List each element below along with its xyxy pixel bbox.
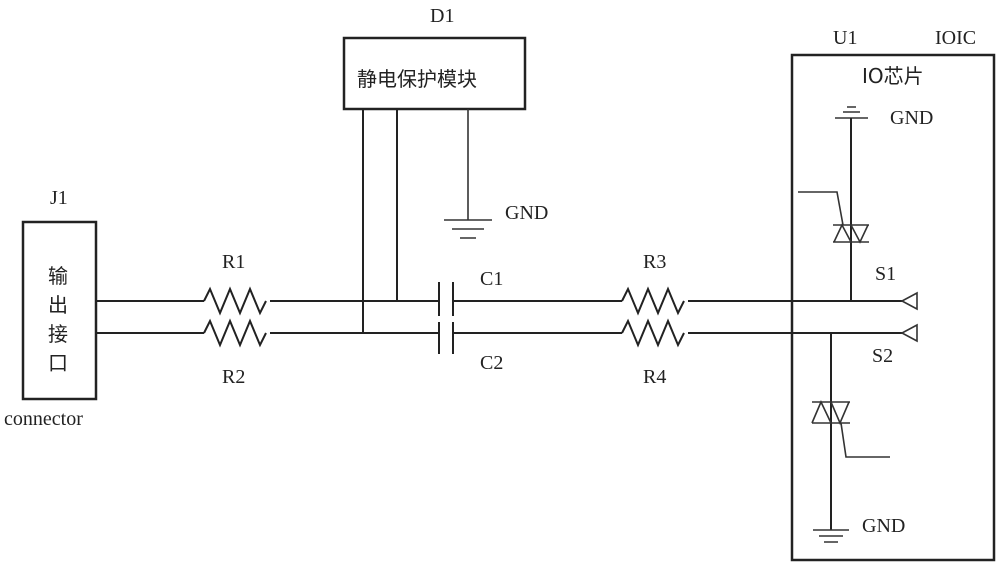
esd-module-d1: D1 静电保护模块 GND — [342, 5, 548, 333]
io-chip-part: IOIC — [935, 27, 976, 49]
resistor-r2-zigzag — [203, 318, 267, 348]
capacitor-c2-label: C2 — [480, 352, 503, 374]
resistor-r3-zigzag — [621, 286, 685, 316]
capacitor-c2-plates — [438, 322, 454, 354]
io-gnd-top-label: GND — [890, 107, 933, 129]
ground-icon — [835, 106, 868, 119]
ground-icon — [444, 219, 492, 239]
connector-j1: J1 输 出 接 口 connector — [4, 187, 98, 430]
resistor-r1: R1 — [203, 251, 267, 316]
gnd-symbol-d1 — [444, 219, 492, 239]
connector-text-1: 输 — [48, 264, 68, 288]
resistor-r4-zigzag — [621, 318, 685, 348]
tvs-triangles — [833, 223, 869, 244]
resistor-r1-zigzag — [203, 286, 267, 316]
pin-s2-label: S2 — [872, 345, 893, 367]
pin-s1-label: S1 — [875, 263, 896, 285]
io-chip-title: IO芯片 — [862, 64, 924, 88]
resistor-r3-label: R3 — [643, 251, 666, 273]
capacitor-c1: C1 — [438, 268, 503, 316]
resistor-r4: R4 — [621, 318, 685, 388]
io-chip-ref: U1 — [833, 27, 857, 49]
connector-text-4: 口 — [48, 351, 68, 375]
resistor-r2-label: R2 — [222, 366, 245, 388]
resistor-r3: R3 — [621, 251, 685, 316]
esd-gnd-label: GND — [505, 202, 548, 224]
capacitor-c1-plates — [438, 282, 454, 316]
connector-text-3: 接 — [48, 322, 68, 346]
pin-s1-arrow-icon — [900, 291, 918, 311]
io-chip-u1: U1 IOIC IO芯片 GND S1 S2 GND — [790, 27, 996, 562]
connector-box — [21, 220, 98, 401]
io-chip-box — [790, 53, 996, 562]
tvs-diode-s1-icon — [798, 191, 869, 244]
connector-text-2: 出 — [48, 293, 68, 317]
capacitor-c1-label: C1 — [480, 268, 503, 290]
tvs-diode-s2-icon — [811, 400, 890, 458]
connector-ref: J1 — [50, 187, 68, 209]
tvs-lead — [798, 191, 844, 226]
connector-caption: connector — [4, 408, 83, 430]
ground-icon — [813, 529, 849, 543]
resistor-r4-label: R4 — [643, 366, 666, 388]
tvs-lead — [840, 422, 890, 458]
io-gnd-bottom-label: GND — [862, 515, 905, 537]
resistor-r1-label: R1 — [222, 251, 245, 273]
resistor-r2: R2 — [203, 318, 267, 388]
pin-s2-arrow-icon — [900, 323, 918, 343]
esd-module-box — [342, 36, 527, 111]
tvs-triangles — [811, 400, 850, 426]
esd-module-ref: D1 — [430, 5, 454, 27]
esd-module-text: 静电保护模块 — [357, 67, 477, 91]
capacitor-c2: C2 — [438, 322, 503, 374]
